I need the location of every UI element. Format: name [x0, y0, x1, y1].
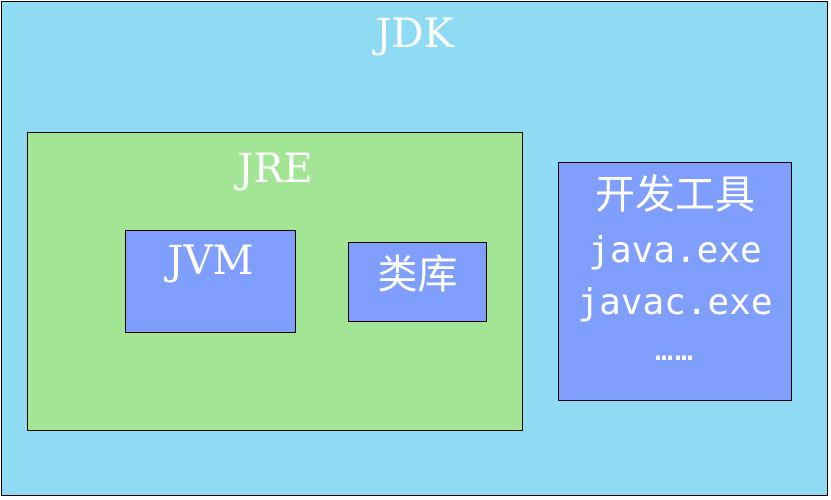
library-box: 类库	[348, 242, 487, 322]
dev-tools-box: 开发工具 java.exe javac.exe ……	[558, 162, 792, 401]
dev-tool-item: javac.exe	[577, 282, 773, 323]
dev-tool-item: ……	[654, 333, 696, 368]
jvm-box: JVM	[125, 230, 296, 333]
dev-tool-item: java.exe	[588, 230, 762, 271]
jdk-label: JDK	[375, 11, 454, 57]
jre-label: JRE	[237, 146, 313, 192]
jvm-label: JVM	[167, 238, 254, 284]
library-label: 类库	[377, 252, 458, 298]
dev-tools-label: 开发工具	[595, 172, 755, 218]
